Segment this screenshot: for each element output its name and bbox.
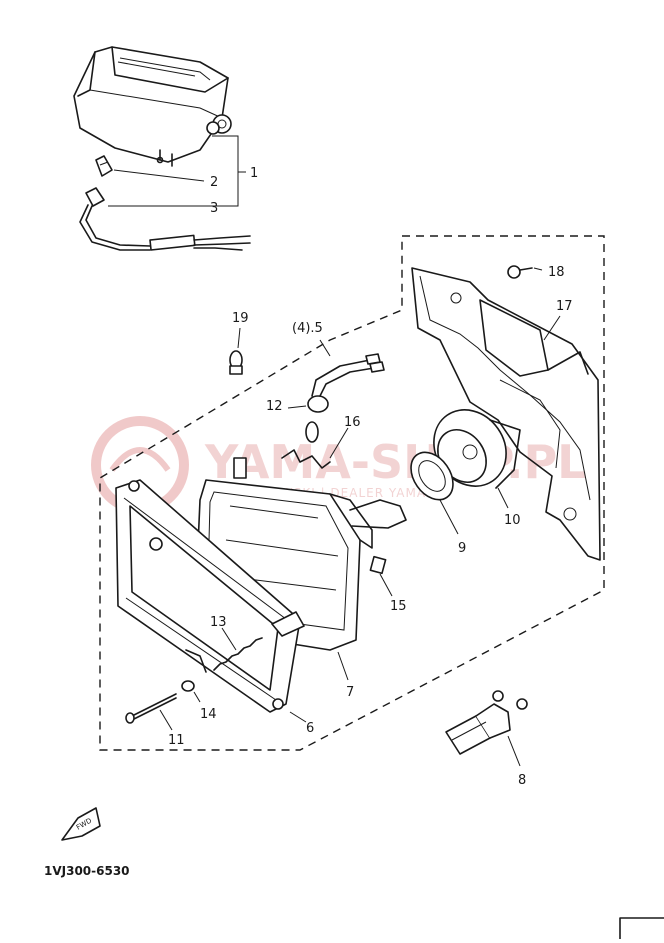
bulb-part-19 — [229, 350, 243, 375]
callout-14: 15 — [390, 599, 407, 614]
bulb-part-18 — [445, 690, 528, 755]
wired-socket-part-3 — [79, 187, 251, 251]
callout-16: 17 — [556, 299, 573, 314]
assembly-boundary — [99, 235, 605, 751]
callout-1: 1 — [250, 166, 258, 181]
callout-17: 18 — [548, 265, 565, 280]
screw-part-11 — [125, 693, 177, 724]
bulb-socket-part-2 — [95, 155, 113, 177]
headlight-rim-part-6 — [115, 479, 305, 713]
watermark-title: YAMA-SHOP.PL — [204, 435, 586, 489]
retaining-ring-part-8 — [410, 451, 454, 501]
callout-2: 2 — [210, 175, 218, 190]
callout-15: 16 — [344, 415, 361, 430]
callout-11: 11 — [168, 733, 185, 748]
page-corner-mark — [619, 917, 664, 940]
lamp-housing-assembly — [73, 46, 232, 167]
callout-6: 6 — [306, 721, 314, 736]
diagram-code: 1VJ300-6530 — [44, 864, 130, 878]
screw-part-17 — [507, 265, 543, 279]
callout-leaders-top — [108, 135, 246, 207]
socket-part-10 — [305, 353, 385, 443]
callout-9: 10 — [504, 513, 521, 528]
dust-cover-part-9 — [433, 409, 521, 489]
callout-12: 14 — [200, 707, 217, 722]
callout-8: 9 — [458, 541, 466, 556]
watermark: YAMA-SHOP.PL SEKOWSKI | DEALER YAMAHA — [91, 416, 586, 514]
nut-part-14 — [369, 555, 387, 575]
callout-7: 7 — [346, 685, 354, 700]
headlight-bracket-part-16 — [411, 267, 601, 561]
callout-19: 19 — [232, 311, 249, 326]
adjust-spring-part-13 — [213, 637, 263, 671]
callout-13: 13 — [210, 615, 227, 630]
group-label: (4).5 — [292, 321, 323, 336]
spring-part-15 — [281, 449, 331, 469]
callout-3: 3 — [210, 201, 218, 216]
callout-10: 12 — [266, 399, 283, 414]
nut-part-12 — [181, 680, 195, 692]
front-arrow-icon: FWD — [61, 807, 101, 841]
callout-18: 8 — [518, 773, 526, 788]
